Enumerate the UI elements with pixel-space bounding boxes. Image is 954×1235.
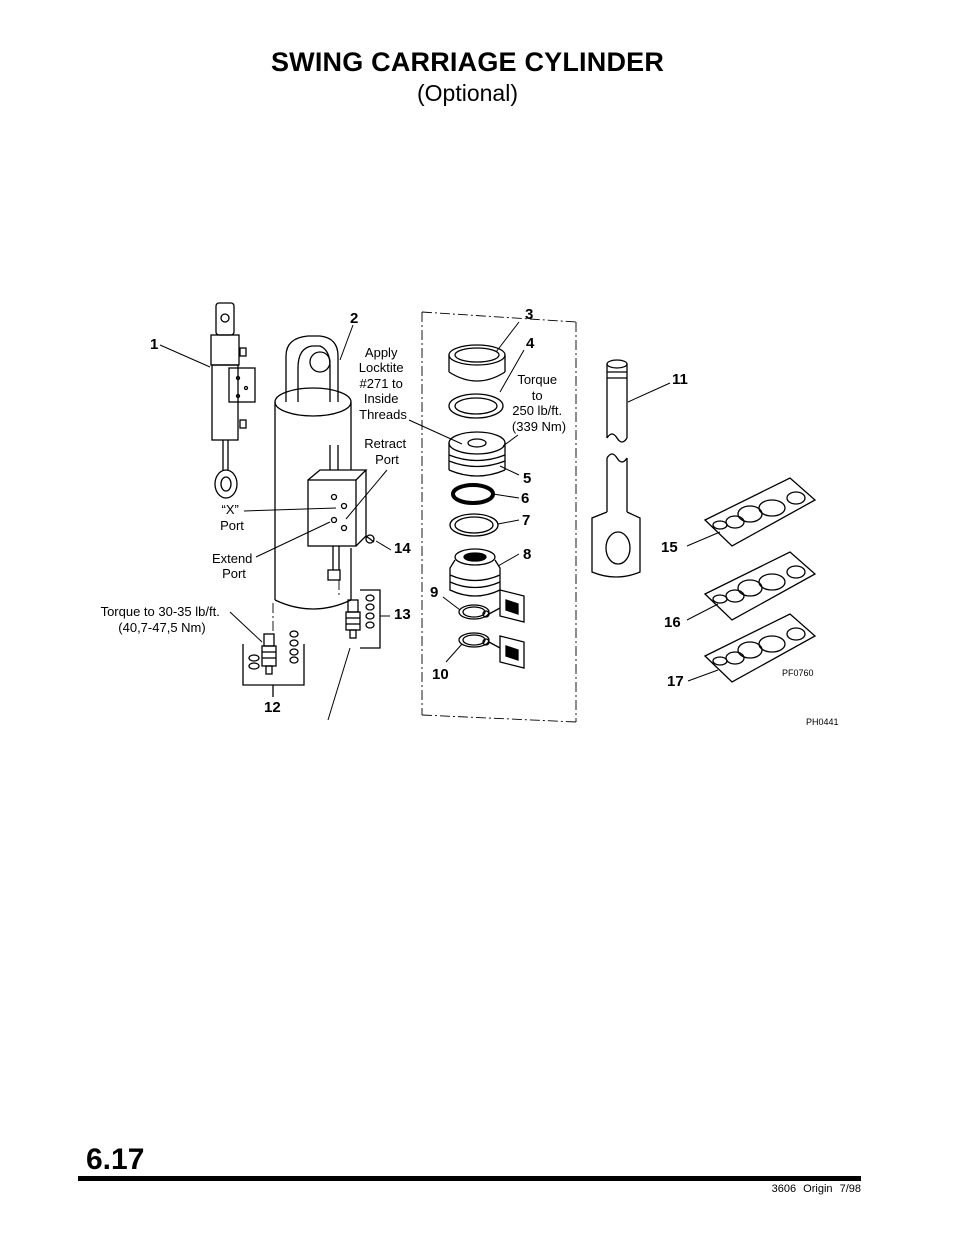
note-torque-30: Torque to 30-35 lb/ft. (40,7-47,5 Nm) bbox=[101, 604, 224, 635]
code-ph0441: PH0441 bbox=[806, 717, 839, 727]
part-4-ring bbox=[448, 393, 504, 419]
part-16-seal-kit bbox=[703, 551, 817, 621]
part-7-backup-ring bbox=[449, 513, 499, 537]
callout-11: 11 bbox=[672, 371, 688, 388]
part-15-seal-kit bbox=[703, 477, 817, 547]
part-5-head bbox=[448, 431, 506, 477]
part-6-o-ring bbox=[451, 483, 495, 505]
part-2-cylinder-barrel bbox=[274, 335, 368, 610]
note-extend-port: Extend Port bbox=[212, 551, 256, 581]
note-torque-250: Torque to 250 lb/ft. (339 Nm) bbox=[512, 372, 566, 434]
code-pf0760: PF0760 bbox=[782, 668, 814, 678]
callout-5: 5 bbox=[523, 470, 531, 487]
part-13-fitting-kit bbox=[345, 589, 381, 649]
alignment-lines bbox=[272, 311, 577, 723]
callout-17: 17 bbox=[667, 673, 684, 690]
note-x-port: “X” Port bbox=[220, 502, 244, 533]
part-1-cylinder-reference bbox=[210, 302, 256, 499]
callout-15: 15 bbox=[661, 539, 678, 556]
page-subtitle: (Optional) bbox=[417, 80, 518, 106]
part-14-plug bbox=[365, 534, 375, 544]
part-8-piston bbox=[449, 548, 501, 597]
callout-2: 2 bbox=[350, 310, 358, 327]
callout-7: 7 bbox=[522, 512, 530, 529]
callout-12: 12 bbox=[264, 699, 281, 716]
footer-doc-info: 3606 Origin 7/98 bbox=[771, 1183, 861, 1195]
callout-3: 3 bbox=[525, 306, 533, 323]
part-11-rod bbox=[591, 359, 641, 578]
note-retract-port: Retract Port bbox=[364, 436, 410, 467]
callout-6: 6 bbox=[521, 490, 529, 507]
leader-lines bbox=[159, 321, 721, 721]
note-locktite: Apply Locktite #271 to Inside Threads bbox=[359, 345, 408, 422]
callout-16: 16 bbox=[664, 614, 681, 631]
callout-14: 14 bbox=[394, 540, 411, 557]
page-title: SWING CARRIAGE CYLINDER bbox=[270, 47, 665, 77]
callout-13: 13 bbox=[394, 606, 411, 623]
footer-rule bbox=[78, 1176, 861, 1181]
callout-4: 4 bbox=[526, 335, 535, 352]
callout-10: 10 bbox=[432, 666, 449, 683]
part-12-fitting-kit bbox=[242, 630, 305, 697]
callout-8: 8 bbox=[523, 546, 531, 563]
callout-9: 9 bbox=[430, 584, 438, 601]
page-number: 6.17 bbox=[86, 1143, 145, 1176]
part-9-retaining-ring bbox=[458, 589, 525, 623]
part-3-ring bbox=[448, 344, 506, 382]
part-10-retaining-ring bbox=[458, 632, 525, 669]
callout-1: 1 bbox=[150, 336, 158, 353]
part-17-seal-kit bbox=[703, 613, 817, 683]
